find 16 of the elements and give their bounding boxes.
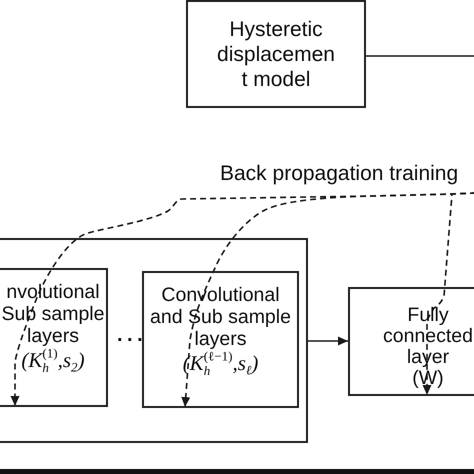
- node-label: Fully connected layer (W): [383, 305, 473, 389]
- layer-box: [142, 271, 299, 408]
- annotation-label: Back propagation training: [220, 162, 458, 186]
- formula: (K$_{h}$$^{(1)}$,s$_{2}$): [21, 347, 85, 373]
- node-label: Hysteretic displacemen t model: [216, 16, 336, 92]
- node-label: Convolutional and Sub sample layers: [149, 284, 292, 350]
- node-label: nvolutional Sub sample layers: [0, 281, 106, 347]
- connector-line: [366, 55, 474, 57]
- group-box: [0, 238, 308, 443]
- dashed-arrow: [10, 192, 474, 406]
- layer-box: [348, 287, 474, 396]
- arrow: [308, 336, 348, 346]
- ellipsis: ...: [117, 324, 148, 346]
- model-box: [186, 0, 366, 108]
- layer-box: [0, 268, 108, 407]
- formula: (K$_{h}$$^{(ℓ−1)}$,s$_{ℓ}$): [182, 350, 258, 376]
